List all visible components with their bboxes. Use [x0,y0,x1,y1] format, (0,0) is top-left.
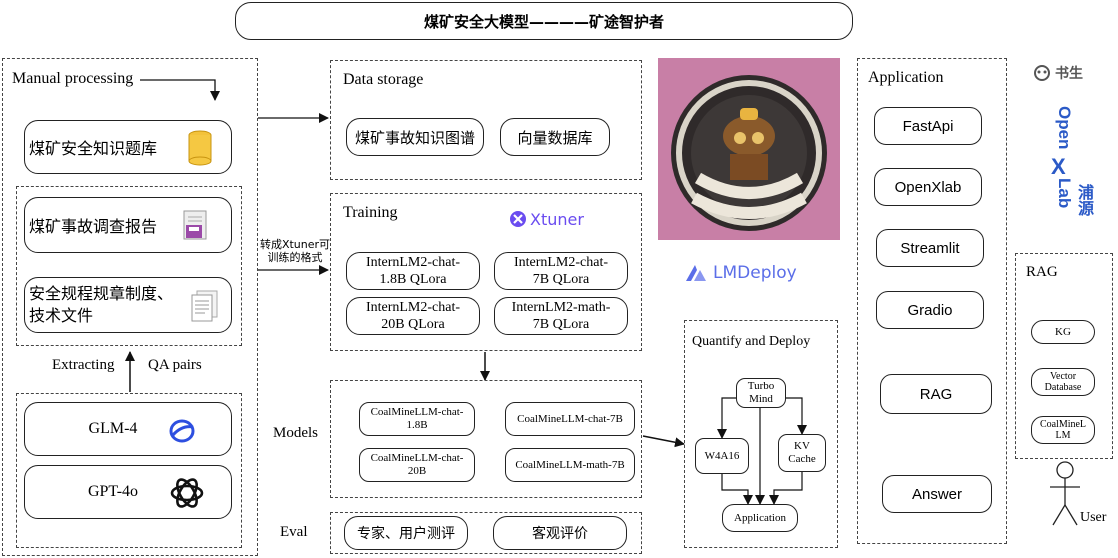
arrow-w4a16-app [721,474,753,505]
training-item-4: InternLM2-math- 7B QLora [494,297,628,335]
xtuner-logo: Xtuner [508,209,584,229]
vector-db-box: 向量数据库 [500,118,610,156]
xtuner-logo-text: Xtuner [530,209,584,229]
reports-group [16,186,242,346]
manual-title-arrow [140,79,220,101]
objective-eval-box: 客观评价 [493,516,627,550]
application-box: Application [722,504,798,532]
xtuner-logo-icon [510,211,526,227]
training-title: Training [343,204,398,221]
app-gradio: Gradio [876,291,984,329]
models-panel [330,380,642,498]
data-storage-title: Data storage [343,71,424,88]
diagram-title-box: 煤矿安全大模型————矿途智护者 [235,2,853,40]
rag-kg-box: KG [1031,320,1095,344]
qa-pairs-label: QA pairs [148,357,202,373]
llm-generators-group [16,393,242,548]
app-answer: Answer [882,475,992,513]
training-item-1: InternLM2-chat- 1.8B QLora [346,252,480,290]
application-panel [857,58,1007,544]
training-item-3: InternLM2-chat- 20B QLora [346,297,480,335]
kv-cache-box: KV Cache [778,434,826,472]
regulations-label: 安全规程规章制度、 技术文件 [29,284,174,325]
openxlab-logo: Open X Lab 浦源 [1030,104,1094,234]
expert-eval-box: 专家、用户测评 [344,516,468,550]
knowledge-graph-box: 煤矿事故知识图谱 [346,118,484,156]
arrow-turbomind-kv [785,397,807,435]
quantify-deploy-title: Quantify and Deploy [692,334,811,349]
app-fastapi: FastApi [874,107,982,145]
rag-vector-db-box: Vector Database [1031,368,1095,396]
convert-format-label: 转成Xtuner可 训练的格式 [259,238,331,264]
data-storage-panel [330,60,642,180]
diagram-title: 煤矿安全大模型————矿途智护者 [423,12,664,31]
manual-processing-panel [2,58,258,556]
openxlab-logo-lab: Lab [1055,178,1074,209]
training-item-2: InternLM2-chat- 7B QLora [494,252,628,290]
openxlab-logo-x-icon: X [1051,154,1066,179]
turbomind-box: Turbo Mind [736,378,786,408]
lmdeploy-logo: LMDeploy [683,262,797,284]
document-save-icon [183,210,207,240]
knowledge-bank-label: 煤矿安全知识题库 [29,139,158,158]
arrow-kv-app [769,472,803,505]
model-item-2: CoalMineLLM-chat-7B [505,402,635,436]
model-item-3: CoalMineLLM-chat- 20B [359,448,475,482]
gpt-label: GPT-4o [87,483,139,500]
quantify-deploy-panel [684,320,838,548]
user-label: User [1080,510,1107,525]
expert-eval-label: 专家、用户测评 [357,526,455,542]
accident-reports-label: 煤矿事故调查报告 [29,217,158,236]
gpt-box: GPT-4o [24,465,232,519]
user-figure [1050,461,1080,526]
vector-db-label: 向量数据库 [517,128,593,147]
document-icon [191,290,218,322]
openai-logo-icon [170,478,204,508]
objective-eval-label: 客观评价 [532,526,588,542]
arrow-models-to-quantify [642,435,685,448]
app-openxlab: OpenXlab [874,168,982,206]
shusheng-logo: 书生 [1032,63,1083,83]
manual-processing-title: Manual processing [12,70,134,87]
miners-guardian-poster [658,58,840,240]
model-item-4: CoalMineLLM-math-7B [505,448,635,482]
lmdeploy-logo-icon [686,265,706,281]
arrow-turbomind-w4a16 [717,397,737,439]
extracting-label: Extracting [52,357,115,373]
knowledge-graph-label: 煤矿事故知识图谱 [354,128,475,147]
model-item-1: CoalMineLLM-chat- 1.8B [359,402,475,436]
application-title: Application [868,69,944,86]
app-streamlit: Streamlit [876,229,984,267]
rag-title: RAG [1026,264,1058,280]
openxlab-logo-cn: 浦源 [1075,184,1094,216]
rag-panel [1015,253,1113,459]
glm-box: GLM-4 [24,402,232,456]
w4a16-box: W4A16 [695,438,749,474]
glm-logo-icon [169,419,195,443]
database-icon [188,130,212,166]
models-title: Models [273,425,318,441]
knowledge-bank-box: 煤矿安全知识题库 [24,120,232,174]
lmdeploy-logo-text: LMDeploy [713,263,797,283]
rag-coalmine-llm-box: CoalMineL LM [1031,416,1095,444]
accident-reports-box: 煤矿事故调查报告 [24,197,232,253]
openxlab-logo-open: Open [1055,106,1074,150]
glm-label: GLM-4 [88,420,138,437]
shusheng-logo-text: 书生 [1055,66,1083,82]
eval-title: Eval [280,524,308,540]
miner-badge-icon [658,58,840,240]
training-panel [330,193,642,351]
shusheng-logo-icon [1034,65,1050,81]
regulations-box: 安全规程规章制度、 技术文件 [24,277,232,333]
eval-panel [330,512,642,554]
app-rag: RAG [880,374,992,414]
